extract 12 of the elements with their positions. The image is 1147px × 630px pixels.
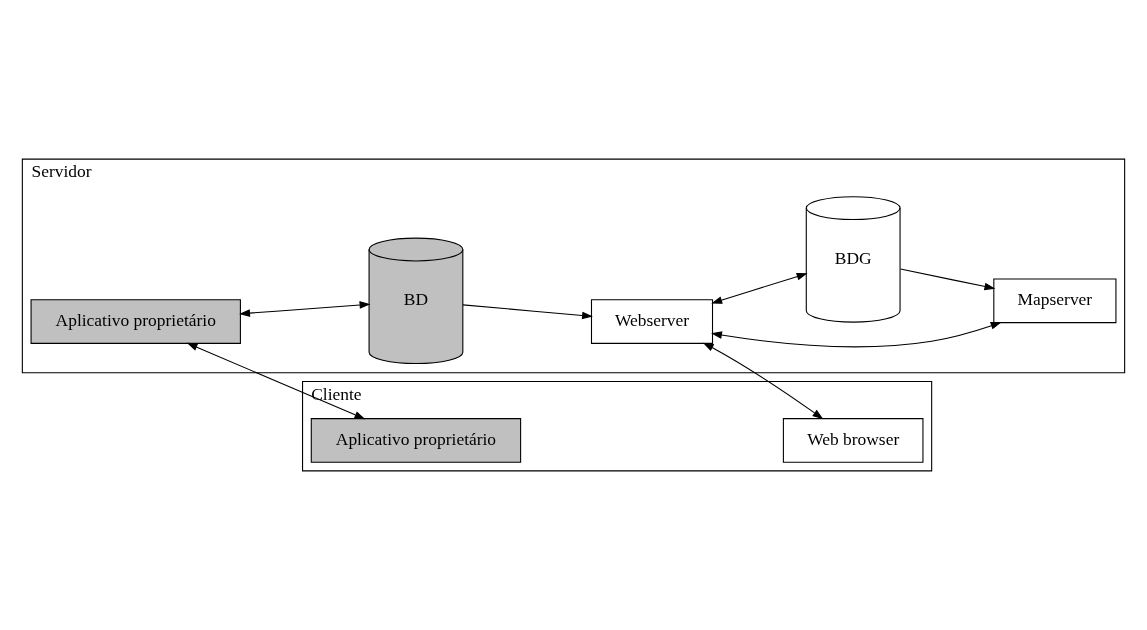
arrow <box>239 301 371 317</box>
node-box: Aplicativo proprietário <box>30 299 241 344</box>
arrow <box>711 272 808 304</box>
arrow <box>702 342 824 420</box>
node-box: Aplicativo proprietário <box>310 418 522 463</box>
node-box: Web browser <box>782 418 924 463</box>
arrow <box>186 342 366 420</box>
arrow <box>711 322 1002 348</box>
node-box: Mapserver <box>993 278 1117 324</box>
arrow <box>900 268 996 291</box>
node-box: Webserver <box>590 299 714 344</box>
arrow <box>462 304 593 320</box>
